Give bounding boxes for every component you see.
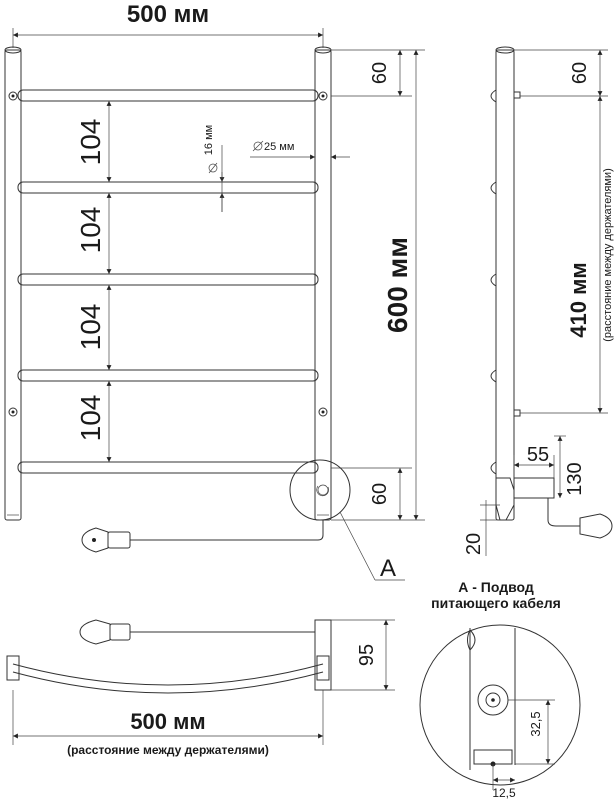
top-width-note: (расстояние между держателями)	[67, 743, 269, 757]
right-post	[314, 49, 332, 521]
side-view: 60 410 мм (расстояние между держателями)…	[463, 46, 614, 556]
rung	[17, 369, 319, 382]
spacing-label: 104	[75, 119, 106, 166]
detail-dim-12-5: 12,5	[492, 786, 516, 800]
bar-diameter-callout: 16 мм	[203, 125, 225, 212]
detail-circle	[289, 459, 351, 521]
spacing-label: 104	[75, 395, 106, 442]
spacing-label: 104	[75, 304, 106, 351]
side-post	[495, 49, 515, 521]
side-height-130-label: 130	[564, 462, 586, 495]
left-post	[4, 49, 22, 521]
side-depth-55-label: 55	[527, 444, 549, 466]
side-holder-spacing-label: 410 мм	[566, 262, 591, 337]
front-width-label: 500 мм	[127, 1, 209, 28]
front-bottom-offset-label: 60	[369, 483, 391, 505]
spacing-dimension: 104 104 104 104	[75, 101, 112, 462]
detail-a: А - Подвод питающего кабеля 32,5 12,5	[419, 579, 581, 800]
rung	[17, 273, 319, 286]
top-depth-label: 95	[356, 644, 378, 666]
rung	[17, 89, 319, 102]
power-cable	[547, 498, 613, 539]
diameter-icon	[208, 163, 218, 173]
power-cable	[81, 520, 324, 553]
top-width-label: 500 мм	[130, 709, 205, 734]
rung-stubs	[490, 89, 497, 475]
rungs	[17, 89, 319, 474]
side-top-offset-label: 60	[569, 62, 591, 84]
post-diameter-callout: 25 мм	[250, 140, 350, 160]
detail-magnified-circle	[419, 624, 581, 786]
top-view: 95 500 мм (расстояние между держателями)	[6, 619, 395, 757]
spacing-label: 104	[75, 207, 106, 254]
side-bottom-20-label: 20	[463, 533, 485, 555]
detail-marker: A	[380, 555, 396, 582]
curved-rung	[12, 663, 324, 686]
detail-dim-32-5: 32,5	[528, 711, 543, 736]
front-height-label: 600 мм	[382, 237, 413, 333]
front-view: 500 мм 104 10	[4, 1, 425, 582]
front-top-offset-label: 60	[369, 62, 391, 84]
bar-diameter-label: 16 мм	[203, 125, 215, 155]
detail-title-2: питающего кабеля	[431, 595, 561, 611]
mount-hole-icon	[8, 91, 328, 417]
rung	[17, 181, 319, 194]
detail-title-1: А - Подвод	[458, 579, 534, 595]
post-diameter-label: 25 мм	[264, 141, 294, 153]
diameter-icon	[253, 141, 263, 151]
side-holder-spacing-note: (расстояние между держателями)	[602, 168, 614, 341]
rung	[17, 461, 319, 474]
